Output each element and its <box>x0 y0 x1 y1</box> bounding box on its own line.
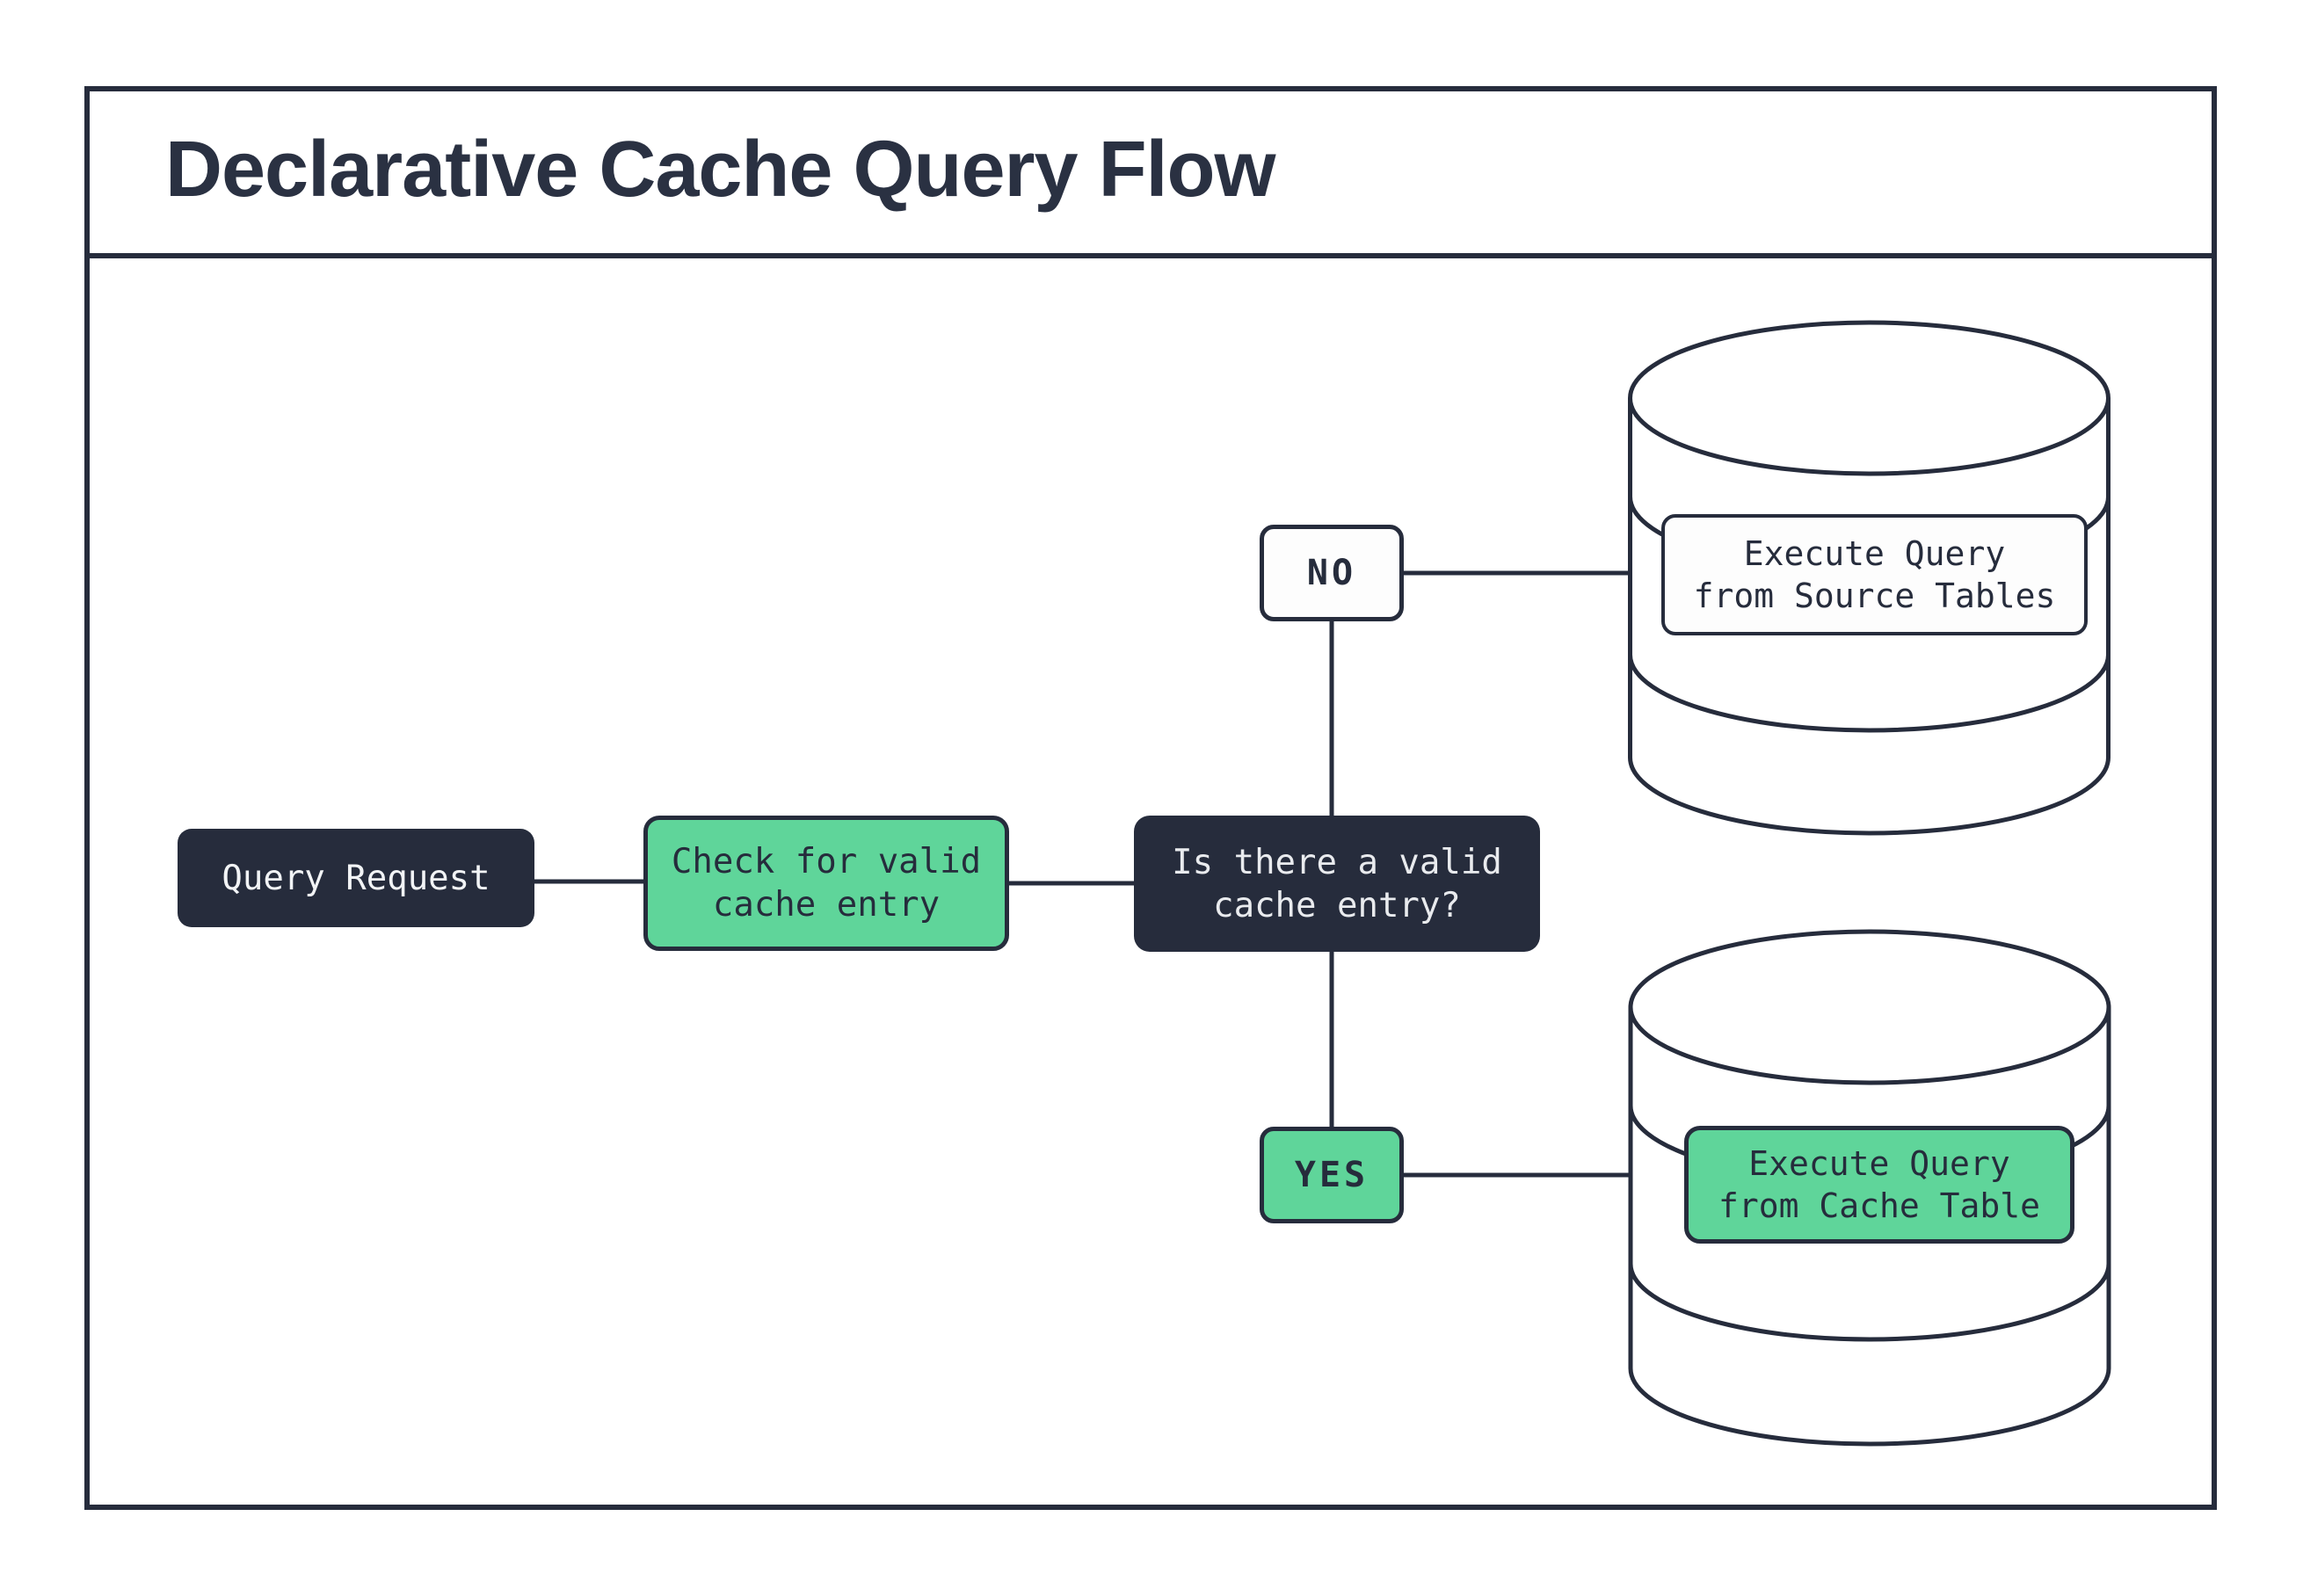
branch-label-no-text: NO <box>1306 552 1357 593</box>
node-decision-valid-cache: Is there a valid cache entry? <box>1134 816 1540 952</box>
node-execute-source: Execute Query from Source Tables <box>1661 514 2088 635</box>
node-query-request-label: Query Request <box>222 858 490 898</box>
node-execute-cache: Execute Query from Cache Table <box>1684 1126 2074 1244</box>
node-query-request: Query Request <box>178 829 534 927</box>
node-check-cache-line2: cache entry <box>712 885 941 925</box>
node-execute-cache-line2: from Cache Table <box>1718 1186 2041 1225</box>
branch-label-no: NO <box>1260 525 1404 621</box>
page-title: Declarative Cache Query Flow <box>165 125 1276 214</box>
node-decision-line1: Is there a valid <box>1172 842 1502 882</box>
node-execute-source-line2: from Source Tables <box>1693 577 2056 615</box>
branch-label-yes-text: YES <box>1294 1154 1369 1195</box>
diagram-header: Declarative Cache Query Flow <box>84 86 2217 258</box>
node-decision-line2: cache entry? <box>1213 885 1461 925</box>
connector-lines <box>533 570 1632 1178</box>
node-check-cache: Check for valid cache entry <box>643 816 1009 951</box>
node-execute-source-line1: Execute Query <box>1743 534 2006 573</box>
node-execute-cache-line1: Execute Query <box>1748 1144 2010 1183</box>
node-check-cache-line1: Check for valid <box>671 842 982 881</box>
branch-label-yes: YES <box>1260 1127 1404 1223</box>
